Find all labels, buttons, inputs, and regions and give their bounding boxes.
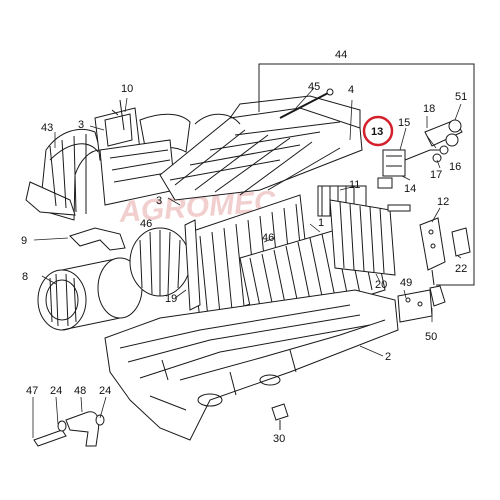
- part-22-cap: [451, 227, 471, 257]
- callout-14: 14: [404, 183, 416, 195]
- callout-labels: 44 45 4 10 18 51 43 3 15 13 16 17 14 3 1…: [21, 49, 467, 445]
- part-20-heater-core: [329, 199, 411, 276]
- callout-8: 8: [22, 271, 28, 283]
- part-1-housing: [184, 219, 201, 311]
- callout-18: 18: [423, 103, 435, 115]
- callout-51: 51: [455, 91, 467, 103]
- part-50-clip: [429, 285, 446, 307]
- part-blower-wheel: [129, 227, 191, 297]
- part-9-bracket: [69, 227, 126, 251]
- part-13-expansion-valve: [377, 149, 440, 189]
- callout-46b: 46: [262, 232, 274, 244]
- callout-10: 10: [121, 83, 133, 95]
- callout-4: 4: [348, 84, 354, 96]
- part-45-rod: [279, 88, 334, 119]
- part-12-sensor: [419, 217, 446, 286]
- highlight-circle-13: [362, 115, 394, 147]
- part-47-drain: [33, 429, 67, 447]
- callout-3a: 3: [78, 119, 84, 131]
- callout-2: 2: [385, 351, 391, 363]
- callout-45: 45: [308, 81, 320, 93]
- part-8-blower-fan: [37, 257, 143, 331]
- callout-46a: 46: [140, 218, 152, 230]
- group-44-bracket: [258, 63, 475, 286]
- callout-12: 12: [437, 196, 449, 208]
- part-44-top-housing: [159, 95, 363, 201]
- leader-lines: [32, 87, 462, 438]
- callout-9: 9: [21, 235, 27, 247]
- callout-15: 15: [398, 117, 410, 129]
- callout-44: 44: [335, 49, 347, 61]
- part-48-hose: [57, 411, 105, 447]
- part-10-flap-assembly: [94, 99, 191, 206]
- callout-49: 49: [400, 277, 412, 289]
- callout-24a: 24: [50, 385, 62, 397]
- part-18-fittings: [424, 119, 463, 163]
- callout-16: 16: [449, 161, 461, 173]
- callout-19: 19: [165, 293, 177, 305]
- callout-20: 20: [375, 279, 387, 291]
- callout-43: 43: [41, 122, 53, 134]
- callout-48: 48: [74, 385, 86, 397]
- part-2-lower-case: [104, 289, 399, 441]
- callout-50: 50: [425, 331, 437, 343]
- callout-24b: 24: [99, 385, 111, 397]
- callout-47: 47: [26, 385, 38, 397]
- callout-1: 1: [318, 217, 324, 229]
- callout-30: 30: [273, 433, 285, 445]
- callout-22: 22: [455, 263, 467, 275]
- callout-17: 17: [430, 169, 442, 181]
- callout-11: 11: [349, 179, 360, 191]
- callout-3b: 3: [156, 195, 162, 207]
- part-43-cover: [25, 128, 101, 221]
- callout-13: 13: [371, 126, 383, 138]
- part-49-bracket: [397, 289, 433, 323]
